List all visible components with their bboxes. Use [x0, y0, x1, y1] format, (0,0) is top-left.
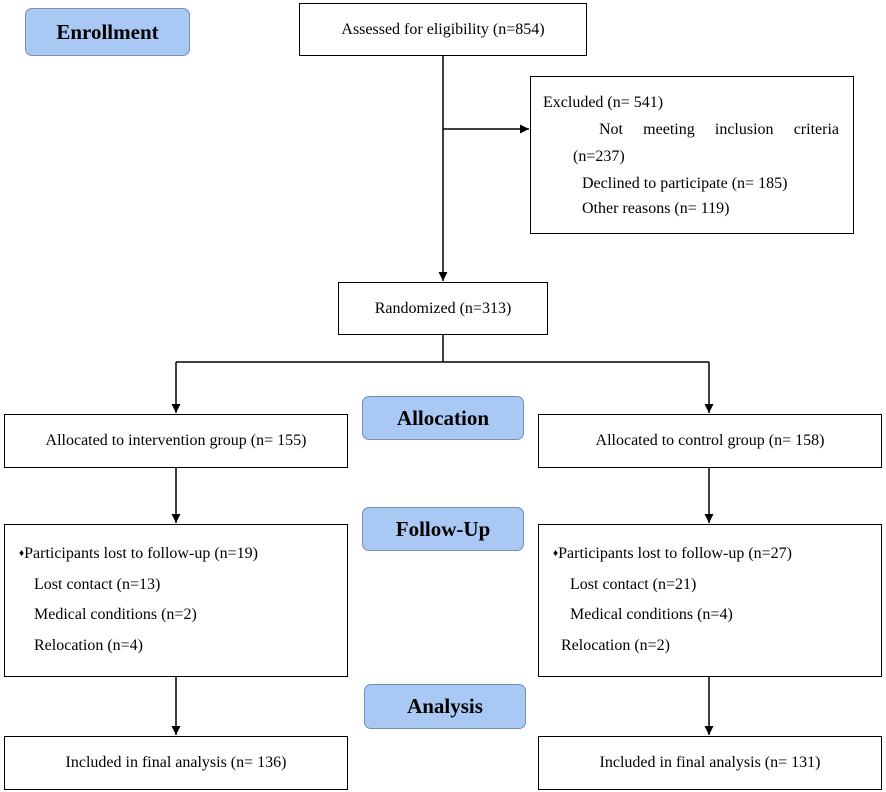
analysis-control-box: Included in final analysis (n= 131) — [538, 736, 882, 790]
followup-control-contact: Lost contact (n=21) — [570, 576, 697, 593]
followup-control-medical: Medical conditions (n=4) — [570, 606, 733, 623]
randomized-text: Randomized (n=313) — [374, 299, 512, 317]
excluded-box: Excluded (n= 541) Not meeting inclusion … — [530, 76, 854, 234]
allocated-control-text: Allocated to control group (n= 158) — [595, 432, 825, 450]
analysis-intervention-box: Included in final analysis (n= 136) — [4, 736, 348, 790]
diamond-bullet-icon: ♦ — [19, 548, 25, 559]
analysis-intervention-text: Included in final analysis (n= 136) — [65, 754, 287, 772]
followup-control-lost: ♦Participants lost to follow-up (n=27) — [553, 544, 792, 563]
allocated-intervention-box: Allocated to intervention group (n= 155) — [4, 414, 348, 468]
excluded-criteria-line2: (n=237) — [573, 148, 625, 165]
stage-enrollment: Enrollment — [25, 8, 190, 56]
excluded-declined: Declined to participate (n= 185) — [582, 175, 788, 192]
excluded-criteria-line1: Not meeting inclusion criteria — [599, 121, 839, 138]
followup-intervention-lost: ♦Participants lost to follow-up (n=19) — [19, 544, 258, 563]
allocated-control-box: Allocated to control group (n= 158) — [538, 414, 882, 468]
excluded-other: Other reasons (n= 119) — [582, 200, 730, 217]
stage-allocation: Allocation — [362, 396, 524, 440]
randomized-box: Randomized (n=313) — [338, 282, 548, 335]
assessed-text: Assessed for eligibility (n=854) — [341, 20, 545, 38]
followup-intervention-lost-text: Participants lost to follow-up (n=19) — [24, 545, 258, 562]
stage-analysis: Analysis — [364, 684, 526, 729]
assessed-box: Assessed for eligibility (n=854) — [299, 3, 587, 56]
followup-intervention-medical: Medical conditions (n=2) — [34, 606, 197, 623]
allocated-intervention-text: Allocated to intervention group (n= 155) — [45, 432, 307, 450]
followup-control-box: ♦Participants lost to follow-up (n=27) L… — [538, 524, 882, 677]
followup-intervention-relocation: Relocation (n=4) — [34, 637, 143, 654]
followup-intervention-contact: Lost contact (n=13) — [34, 576, 161, 593]
followup-control-relocation: Relocation (n=2) — [561, 637, 670, 654]
analysis-control-text: Included in final analysis (n= 131) — [599, 754, 821, 772]
excluded-title: Excluded (n= 541) — [543, 94, 664, 111]
diamond-bullet-icon: ♦ — [553, 548, 559, 559]
followup-intervention-box: ♦Participants lost to follow-up (n=19) L… — [4, 524, 348, 677]
stage-follow-up: Follow-Up — [362, 507, 524, 551]
followup-control-lost-text: Participants lost to follow-up (n=27) — [558, 545, 792, 562]
